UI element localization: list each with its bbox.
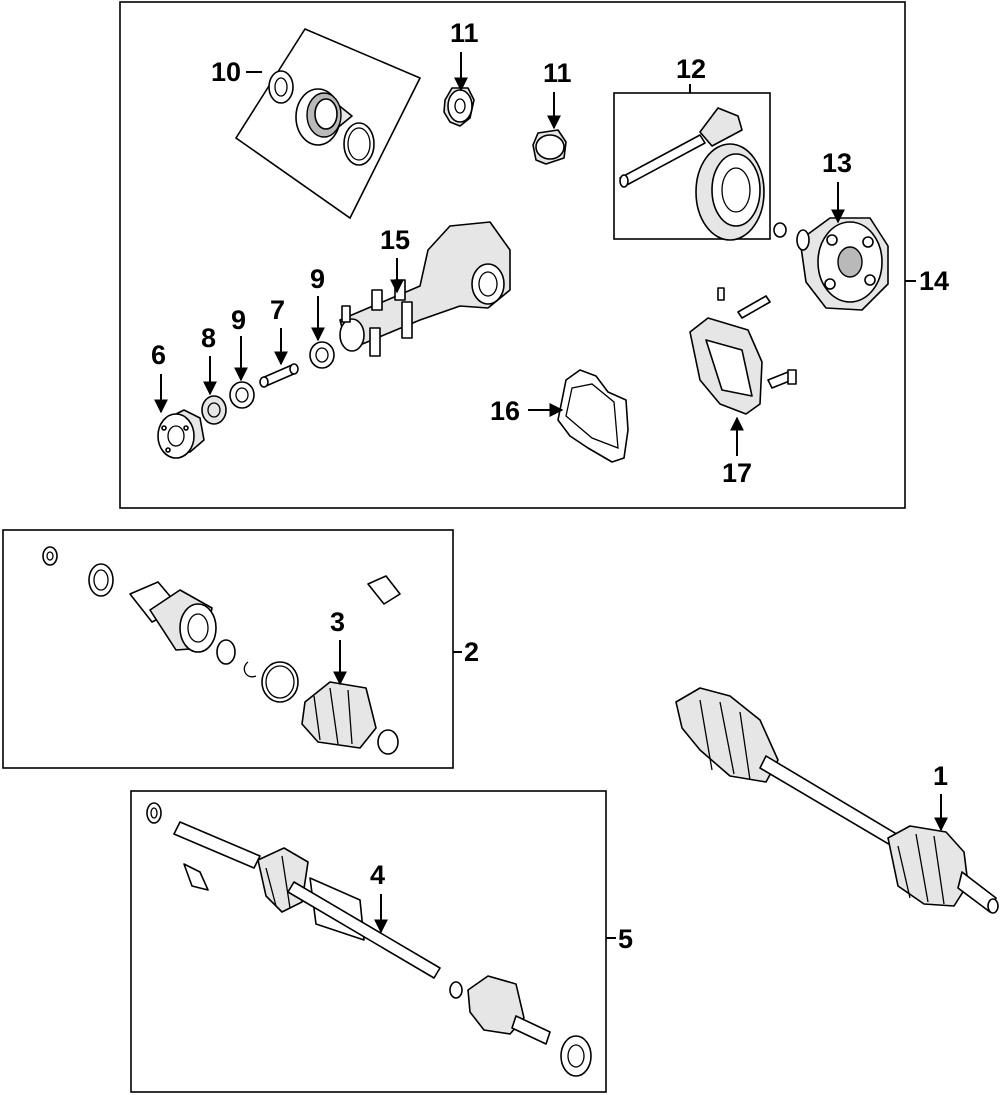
callout-4: 4 <box>370 860 385 890</box>
part-15-diff-housing <box>339 221 511 357</box>
part-1-axle-assembly <box>675 687 999 914</box>
part-11-pinion-gear <box>443 87 475 127</box>
callout-11a: 11 <box>450 18 479 48</box>
part-9-seal-right <box>309 341 335 369</box>
callout-11b: 11 <box>543 58 572 88</box>
callout-9a: 9 <box>231 305 246 335</box>
callout-8: 8 <box>201 323 216 353</box>
part-17-rear-cover <box>689 287 797 415</box>
part-11-side-gear <box>532 129 567 165</box>
part-10-bearing-kit <box>234 27 422 220</box>
callout-9b: 9 <box>310 264 325 294</box>
halfshaft-group-box <box>130 790 607 1093</box>
inner-joint-group-box <box>2 529 454 769</box>
callout-14: 14 <box>919 266 949 296</box>
part-2-inner-joint-kit <box>42 546 401 755</box>
differential-group-box <box>119 1 906 509</box>
part-12-group-box <box>613 92 771 240</box>
part-9-seal-left <box>229 381 255 409</box>
part-6-flange <box>157 409 205 459</box>
part-7-spacer <box>259 363 299 388</box>
callout-2: 2 <box>464 637 479 667</box>
part-16-gasket <box>557 369 629 463</box>
part-5-halfshaft-kit <box>146 802 592 1077</box>
callout-13: 13 <box>822 148 852 178</box>
part-12-ring-pinion-gear <box>619 107 765 241</box>
callout-3: 3 <box>330 607 345 637</box>
part-13-differential-case <box>796 217 889 311</box>
callout-5: 5 <box>618 924 633 954</box>
part-o-ring-small <box>773 222 787 238</box>
callout-10: 10 <box>211 57 241 87</box>
part-8-bearing <box>201 395 227 425</box>
callout-17: 17 <box>722 458 752 488</box>
callout-1: 1 <box>933 761 948 791</box>
callout-16: 16 <box>490 396 520 426</box>
callout-12: 12 <box>676 54 706 84</box>
callout-15: 15 <box>380 225 410 255</box>
callout-6: 6 <box>151 340 166 370</box>
callout-7: 7 <box>270 295 285 325</box>
